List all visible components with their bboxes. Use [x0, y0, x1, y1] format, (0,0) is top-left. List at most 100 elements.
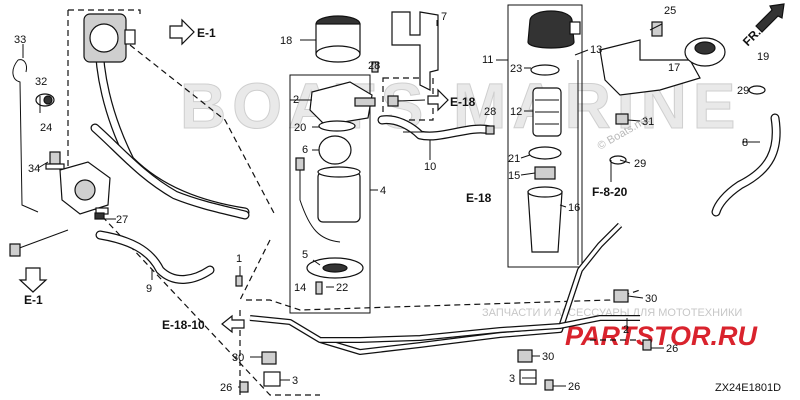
clip-part-29-left [609, 155, 627, 165]
leader-lines [22, 20, 760, 388]
part-label-10: 10 [424, 161, 436, 173]
bracket-part-7 [391, 11, 439, 91]
clamp-part-32 [35, 93, 55, 107]
clip-part-27 [94, 212, 105, 220]
bolt-part-26-right [642, 339, 652, 351]
part-label-2-right: 2 [623, 324, 629, 336]
clamp-part-19 [684, 37, 726, 67]
ref-f820[interactable]: F-8-20 [592, 160, 628, 199]
strainer-housing-part-4 [295, 157, 361, 243]
part-label-12: 12 [510, 106, 522, 118]
clip-part-30-left [261, 351, 277, 365]
part-label-23: 23 [510, 63, 522, 75]
bolt-part-26-mid [544, 379, 554, 391]
o-ring-part-23 [530, 64, 560, 76]
part-label-11: 11 [482, 54, 493, 66]
ref-arrow-e18-upper[interactable]: E-18 [427, 88, 476, 112]
clip-part-31 [615, 113, 629, 125]
part-label-20: 20 [294, 122, 306, 134]
rod-part-33 [12, 59, 39, 213]
ring-part-18 [315, 15, 361, 63]
part-label-15: 15 [508, 170, 520, 182]
screw-part-14 [315, 281, 323, 295]
primer-pump [83, 13, 136, 63]
clip-part-30-right [613, 289, 629, 303]
nut-part-15 [534, 166, 556, 180]
fuel-strainer-assembly-frame [289, 74, 371, 314]
part-label-1: 1 [236, 253, 242, 265]
o-ring-part-21 [528, 146, 562, 160]
fuel-hoses [90, 15, 781, 284]
part-label-13: 13 [590, 44, 602, 56]
part-label-3-mid: 3 [509, 373, 515, 385]
part-label-5: 5 [302, 249, 308, 261]
watermark-brand: PARTSTOR.RU [565, 321, 759, 351]
part-label-28-top: 28 [368, 60, 380, 72]
bolt-part-25 [651, 21, 663, 37]
part-label-26-mid: 26 [568, 381, 580, 393]
fitting-part-34 [45, 151, 65, 170]
part-label-7: 7 [441, 11, 447, 23]
cover-part-2 [309, 81, 376, 126]
part-label-8: 8 [742, 137, 748, 149]
clip-part-29-right [748, 85, 766, 95]
part-label-3-left: 3 [292, 375, 298, 387]
part-label-31: 31 [642, 116, 654, 128]
bolt-part-25-bottom [9, 229, 69, 257]
clip-part-1 [235, 275, 243, 287]
ref-arrow-e1-bottom[interactable]: E-1 [18, 267, 48, 307]
part-label-2: 2 [293, 94, 299, 106]
bolt-part-26-left [239, 381, 249, 393]
part-label-27: 27 [116, 214, 128, 226]
bolt-near-bracket [387, 95, 426, 107]
bracket-part-3-mid [519, 369, 537, 385]
part-label-26-right: 26 [666, 343, 678, 355]
part-label-22: 22 [336, 282, 348, 294]
ref-e18-upper[interactable]: E-18 [450, 95, 476, 109]
ref-f820-label[interactable]: F-8-20 [592, 185, 628, 199]
ref-e1-top[interactable]: E-1 [197, 26, 216, 40]
diagram-code: ZX24E1801D [715, 382, 781, 394]
part-label-6: 6 [302, 144, 308, 156]
ref-e1810-label[interactable]: E-18-10 [162, 318, 205, 332]
ref-arrow-e1810[interactable]: E-18-10 [162, 314, 245, 334]
o-ring-part-20 [318, 120, 356, 132]
part-label-25: 25 [664, 5, 676, 17]
vapor-separator-assembly-frame [507, 4, 583, 268]
bracket-part-3-left [263, 371, 281, 387]
part-label-24: 24 [40, 122, 52, 134]
part-label-19: 19 [757, 51, 769, 63]
part-label-30-right: 30 [645, 293, 657, 305]
part-label-26-left: 26 [220, 382, 232, 394]
ref-e18-lower[interactable]: E-18 [466, 191, 492, 205]
part-label-16: 16 [568, 202, 580, 214]
part-label-18: 18 [280, 35, 292, 47]
part-label-29-right: 29 [737, 85, 749, 97]
watermark-bar: ЗАПЧАСТИ И АКСЕССУАРЫ ДЛЯ МОТОТЕХНИКИ [482, 307, 742, 319]
fuel-pipe [249, 222, 640, 355]
separator-top-part-13 [527, 10, 581, 49]
part-label-30-left: 30 [232, 352, 244, 364]
part-label-33: 33 [14, 34, 26, 46]
part-label-21: 21 [508, 153, 520, 165]
part-label-32: 32 [35, 76, 47, 88]
part-label-14: 14 [294, 282, 306, 294]
clip-part-28-right [485, 125, 495, 135]
separator-bowl-part-16 [527, 186, 563, 253]
part-label-4: 4 [380, 185, 386, 197]
clip-part-28-top [371, 61, 379, 73]
ref-e1-bottom[interactable]: E-1 [24, 293, 43, 307]
ref-arrow-fr: FR. [740, 3, 785, 49]
part-label-9: 9 [146, 283, 152, 295]
ref-arrow-e1-top[interactable]: E-1 [169, 18, 216, 46]
watermark: BOATS MARINE © Boats.net ЗАПЧАСТИ И АКСЕ… [180, 70, 759, 352]
filter-element-part-12 [532, 87, 562, 137]
part-label-30-mid: 30 [542, 351, 554, 363]
plate-part-22 [306, 257, 364, 279]
fuel-pump-part-24 [59, 161, 111, 215]
strainer-part-6 [318, 135, 352, 165]
part-labels: 33 32 24 34 27 9 1 18 2 20 6 4 5 14 22 2… [14, 5, 769, 394]
clip-part-30-mid [517, 349, 533, 363]
part-label-28-right: 28 [484, 106, 496, 118]
bracket-part-17 [599, 39, 701, 96]
